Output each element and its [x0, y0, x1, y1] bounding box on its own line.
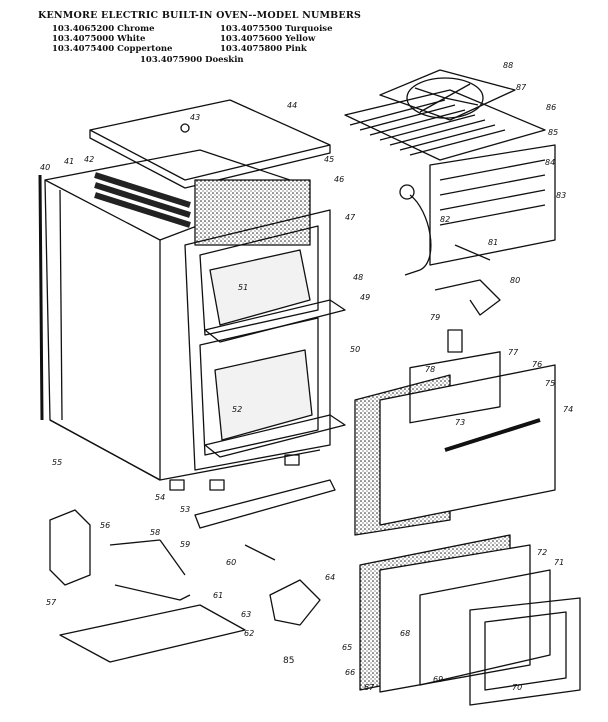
- callout-label: 80: [510, 276, 520, 285]
- heat-shield-panel: [429, 144, 556, 266]
- callout-label: 87: [516, 83, 527, 92]
- hinge-bracket: [244, 544, 276, 561]
- switch-housing: [49, 509, 91, 586]
- lower-door-glass: [419, 569, 551, 686]
- callout-label: 78: [425, 365, 435, 374]
- callout-label: 47: [345, 213, 356, 222]
- callout-label: 44: [287, 101, 297, 110]
- oven-rack: [204, 414, 346, 458]
- callout-label: 49: [360, 293, 370, 302]
- fan-assembly: [379, 69, 516, 121]
- bracket: [454, 244, 491, 261]
- callout-label: 75: [545, 379, 555, 388]
- callout-label: 81: [488, 238, 498, 247]
- callout-label: 84: [545, 158, 555, 167]
- callout-label: 63: [241, 610, 251, 619]
- callout-label: 79: [430, 313, 440, 322]
- model-entry: 103.4075600 Yellow: [220, 34, 316, 44]
- callout-label: 62: [244, 629, 254, 638]
- control-wire: [109, 539, 186, 576]
- upper-door-window: [409, 351, 501, 424]
- model-entry: 103.4065200 Chrome: [52, 24, 155, 34]
- callout-label: 71: [554, 558, 564, 567]
- callout-label: 50: [350, 345, 360, 354]
- hinge-assembly: [269, 579, 321, 626]
- callout-label: 67: [364, 683, 375, 692]
- callout-label: 70: [512, 683, 522, 692]
- meat-probe-cable: [409, 194, 432, 271]
- gasket-strip: [194, 479, 336, 529]
- probe-tip: [404, 269, 421, 276]
- model-entry: 103.4075000 White: [52, 34, 146, 44]
- diagram-title: KENMORE ELECTRIC BUILT-IN OVEN--MODEL NU…: [38, 10, 362, 21]
- callout-label: 68: [400, 629, 410, 638]
- callout-label: 51: [238, 283, 248, 292]
- callout-label: 61: [213, 591, 223, 600]
- heating-element-coil: [94, 172, 191, 228]
- oven-rack: [204, 299, 346, 343]
- callout-label: 86: [546, 103, 556, 112]
- front-trim-strip: [38, 174, 44, 421]
- hinge-rod: [114, 584, 191, 601]
- insulation-block: [194, 179, 311, 246]
- callout-label: 43: [190, 113, 200, 122]
- door-handle: [444, 418, 541, 452]
- callout-label: 72: [537, 548, 547, 557]
- callout-label: 40: [40, 163, 50, 172]
- callout-label: 41: [64, 157, 74, 166]
- foot-pad: [169, 479, 185, 491]
- callout-label: 57: [46, 598, 57, 607]
- callout-label: 54: [155, 493, 165, 502]
- door-latch: [434, 279, 501, 316]
- callout-label: 46: [334, 175, 344, 184]
- lower-oven-cavity: [214, 349, 313, 441]
- bottom-panel: [59, 604, 246, 663]
- callout-label: 69: [433, 675, 443, 684]
- cabinet-left-side: [44, 179, 161, 481]
- foot-pad: [209, 479, 225, 491]
- callout-label: 64: [325, 573, 335, 582]
- callout-label: 82: [440, 215, 450, 224]
- broil-element-rack: [344, 89, 546, 161]
- callout-label: 56: [100, 521, 110, 530]
- model-entry: 103.4075400 Coppertone: [52, 44, 173, 54]
- lower-door-frame: [469, 597, 581, 706]
- callout-label: 85: [548, 128, 558, 137]
- callout-label: 42: [84, 155, 94, 164]
- callout-label: 60: [226, 558, 236, 567]
- model-entry: 103.4075900 Doeskin: [140, 55, 244, 65]
- lower-door-panel: [379, 544, 531, 693]
- callout-label: 52: [232, 405, 242, 414]
- upper-oven-cavity: [209, 249, 311, 326]
- callout-label: 83: [556, 191, 566, 200]
- model-entry: 103.4075800 Pink: [220, 44, 307, 54]
- callout-label: 77: [508, 348, 519, 357]
- upper-door-outer: [379, 364, 556, 526]
- top-panel: [89, 99, 331, 181]
- callout-labels: 40 41 42 43 44 45 46 47 48 49 50 51 52 5…: [40, 61, 573, 692]
- callout-label: 53: [180, 505, 190, 514]
- callout-label: 74: [563, 405, 573, 414]
- callout-label: 66: [345, 668, 355, 677]
- callout-label: 76: [532, 360, 542, 369]
- oven-frame-front: [184, 209, 331, 471]
- switch: [447, 329, 463, 353]
- callout-label: 73: [455, 418, 465, 427]
- callout-label: 45: [324, 155, 334, 164]
- model-entry: 103.4075500 Turquoise: [220, 24, 333, 34]
- callout-label: 88: [503, 61, 513, 70]
- page-number: 85: [283, 656, 295, 666]
- cabinet-base: [49, 419, 321, 481]
- callout-label: 58: [150, 528, 160, 537]
- top-panel-fastener: [180, 123, 190, 133]
- callout-label: 59: [180, 540, 190, 549]
- callout-label: 48: [353, 273, 363, 282]
- foot-pad: [284, 454, 300, 466]
- callout-label: 65: [342, 643, 352, 652]
- callout-label: 55: [52, 458, 62, 467]
